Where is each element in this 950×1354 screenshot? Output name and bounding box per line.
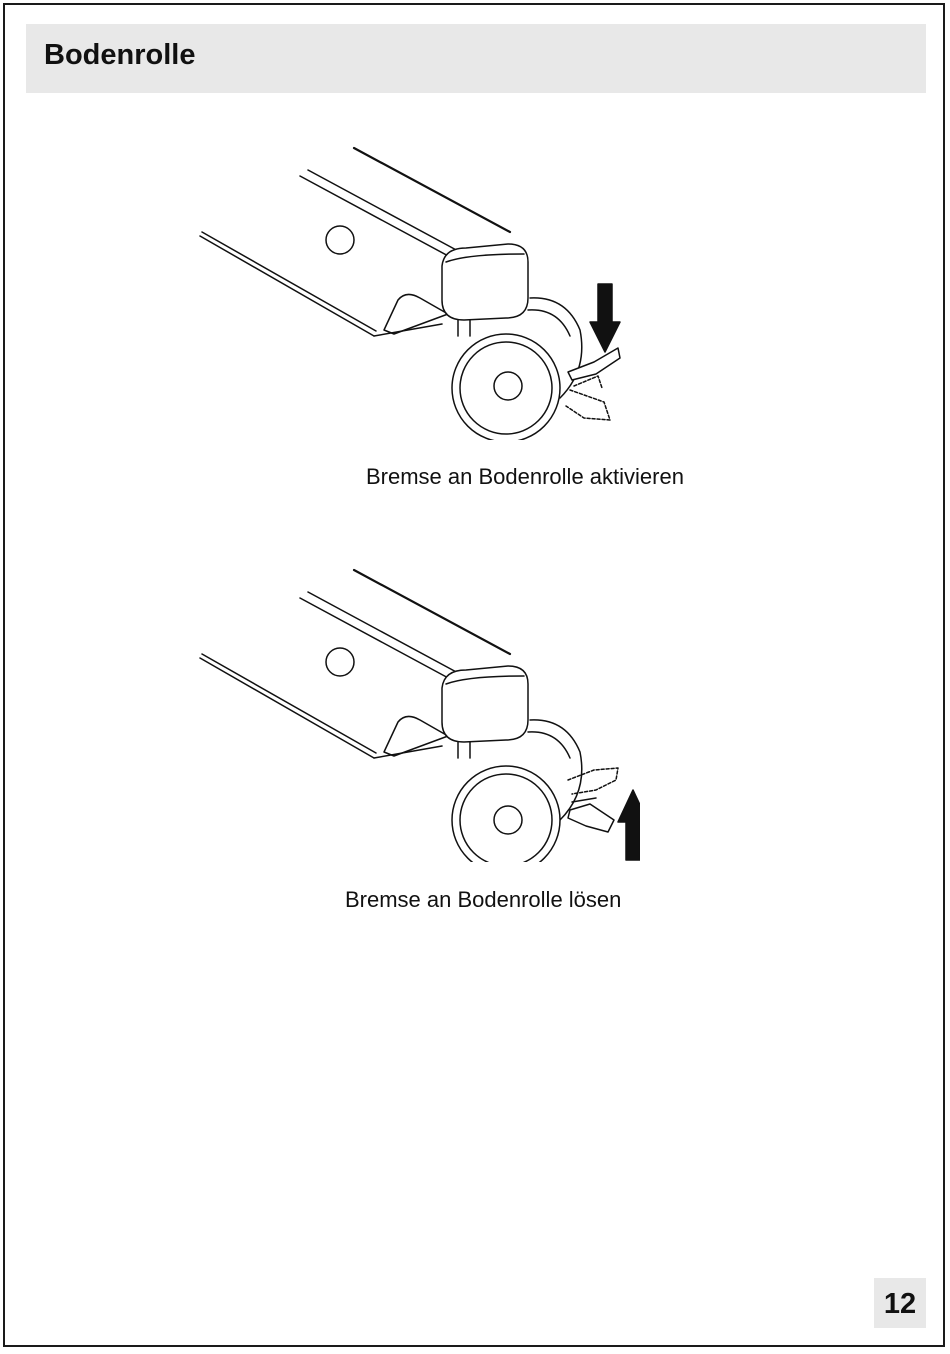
caster-brake-engage-illustration <box>190 140 640 440</box>
caption-brake-release: Bremse an Bodenrolle lösen <box>345 887 621 913</box>
caster-brake-release-illustration <box>190 562 640 862</box>
page-number-box: 12 <box>874 1278 926 1328</box>
arrow-up-icon <box>618 790 640 860</box>
arrow-down-icon <box>590 284 620 352</box>
page-title: Bodenrolle <box>44 39 195 72</box>
page-number: 12 <box>874 1288 926 1321</box>
section-header: Bodenrolle <box>26 24 926 93</box>
caption-brake-engage: Bremse an Bodenrolle aktivieren <box>366 464 684 490</box>
